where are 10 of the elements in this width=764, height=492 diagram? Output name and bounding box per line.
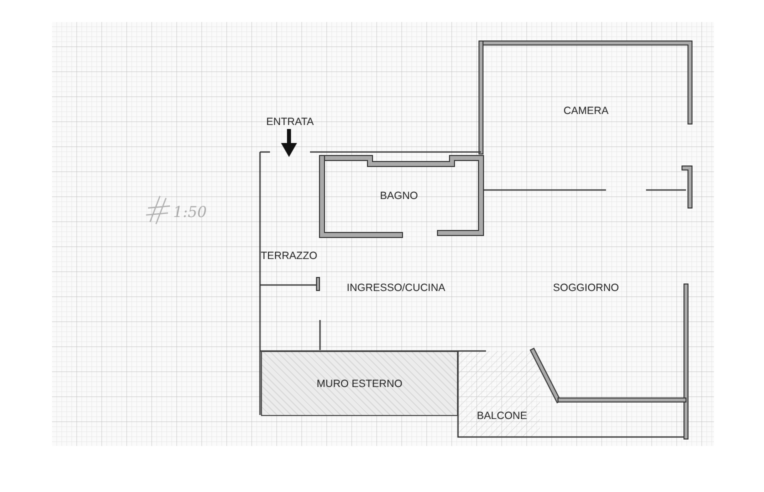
room-label: CAMERA [564,105,608,117]
room-label: BALCONE [476,410,528,422]
scale-label: 1:50 [173,203,207,221]
room-label: BAGNO [380,190,418,202]
entrance-label: ENTRATA [266,116,314,128]
room-label: INGRESSO/CUCINA [346,282,446,294]
hatched-wall-block [261,351,458,416]
room-label: TERRAZZO [260,250,318,262]
room-label: SOGGIORNO [553,282,619,294]
wall-label: MURO ESTERNO [316,378,402,390]
